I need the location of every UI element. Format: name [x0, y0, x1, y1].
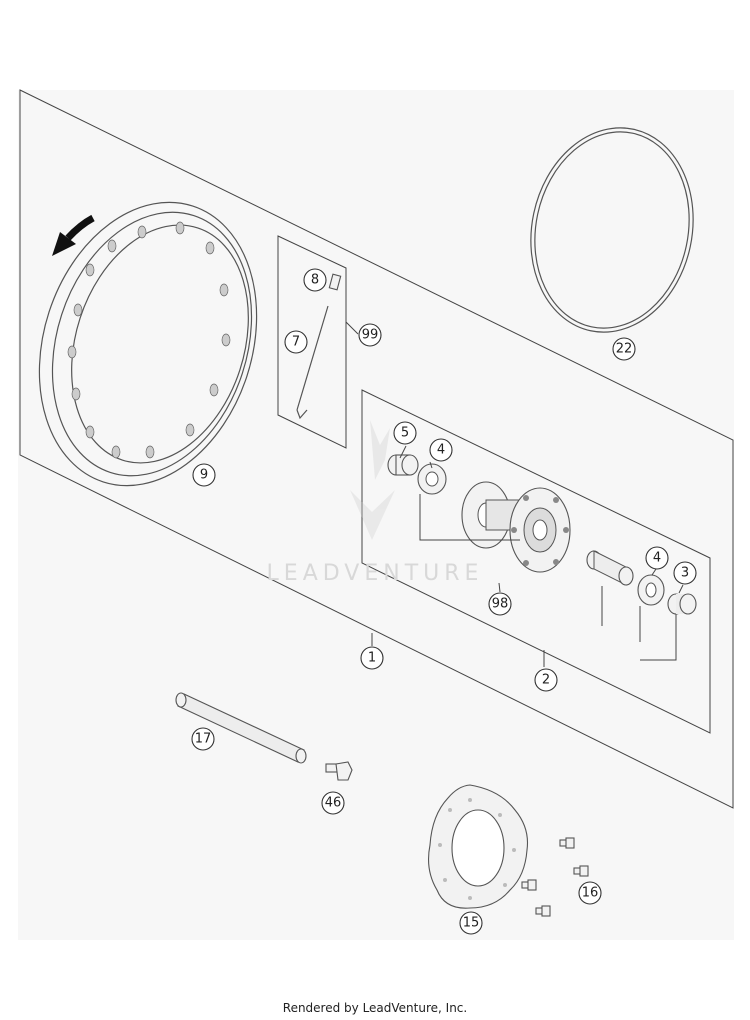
watermark-text: LEADVENTURE [267, 561, 484, 586]
svg-text:46: 46 [325, 796, 342, 811]
callout-16: 16 [578, 881, 602, 905]
footer-credit: Rendered by LeadVenture, Inc. [282, 1001, 468, 1015]
svg-text:99: 99 [362, 328, 379, 343]
callout-4-left: 4 [429, 438, 453, 462]
rim [38, 201, 258, 487]
spoke-nipple [328, 273, 342, 291]
distance-bushing-left [387, 454, 419, 476]
callout-7: 7 [284, 330, 308, 354]
callout-5: 5 [393, 421, 417, 445]
svg-text:4: 4 [437, 443, 445, 458]
callout-98: 98 [488, 592, 512, 616]
distance-sleeve-right [586, 550, 634, 586]
callout-2: 2 [534, 668, 558, 692]
rim-band [530, 127, 694, 333]
svg-text:15: 15 [463, 916, 480, 931]
rotation-arrow-icon [52, 214, 95, 256]
axle [175, 692, 307, 764]
wheel-assembly-outline [19, 89, 734, 809]
svg-text:17: 17 [195, 732, 212, 747]
svg-text:3: 3 [681, 566, 689, 581]
svg-text:9: 9 [200, 468, 208, 483]
callout-15: 15 [459, 911, 483, 935]
svg-text:16: 16 [582, 886, 599, 901]
callout-99: 99 [358, 323, 382, 347]
spoke [296, 305, 329, 420]
callout-46: 46 [321, 791, 345, 815]
bearing-left [417, 463, 447, 495]
callout-9: 9 [192, 463, 216, 487]
hub [461, 481, 571, 573]
distance-bushing-right [667, 593, 697, 615]
svg-text:1: 1 [368, 651, 376, 666]
svg-text:22: 22 [616, 342, 633, 357]
collar-screw [325, 761, 353, 781]
callout-17: 17 [191, 727, 215, 751]
callout-8: 8 [303, 268, 327, 292]
disc-screws [521, 837, 589, 917]
spoke-kit-outline [277, 235, 347, 449]
brake-disc [428, 784, 529, 909]
watermark-logo [350, 420, 395, 540]
leader-lines [345, 321, 684, 667]
svg-text:8: 8 [311, 273, 319, 288]
callout-4-right: 4 [645, 546, 669, 570]
svg-text:98: 98 [492, 597, 509, 612]
svg-text:7: 7 [292, 335, 300, 350]
callout-22: 22 [612, 337, 636, 361]
callout-3: 3 [673, 561, 697, 585]
svg-text:4: 4 [653, 551, 661, 566]
svg-text:2: 2 [542, 673, 550, 688]
callout-1: 1 [360, 646, 384, 670]
svg-text:5: 5 [401, 426, 409, 441]
bearing-right [637, 574, 665, 606]
